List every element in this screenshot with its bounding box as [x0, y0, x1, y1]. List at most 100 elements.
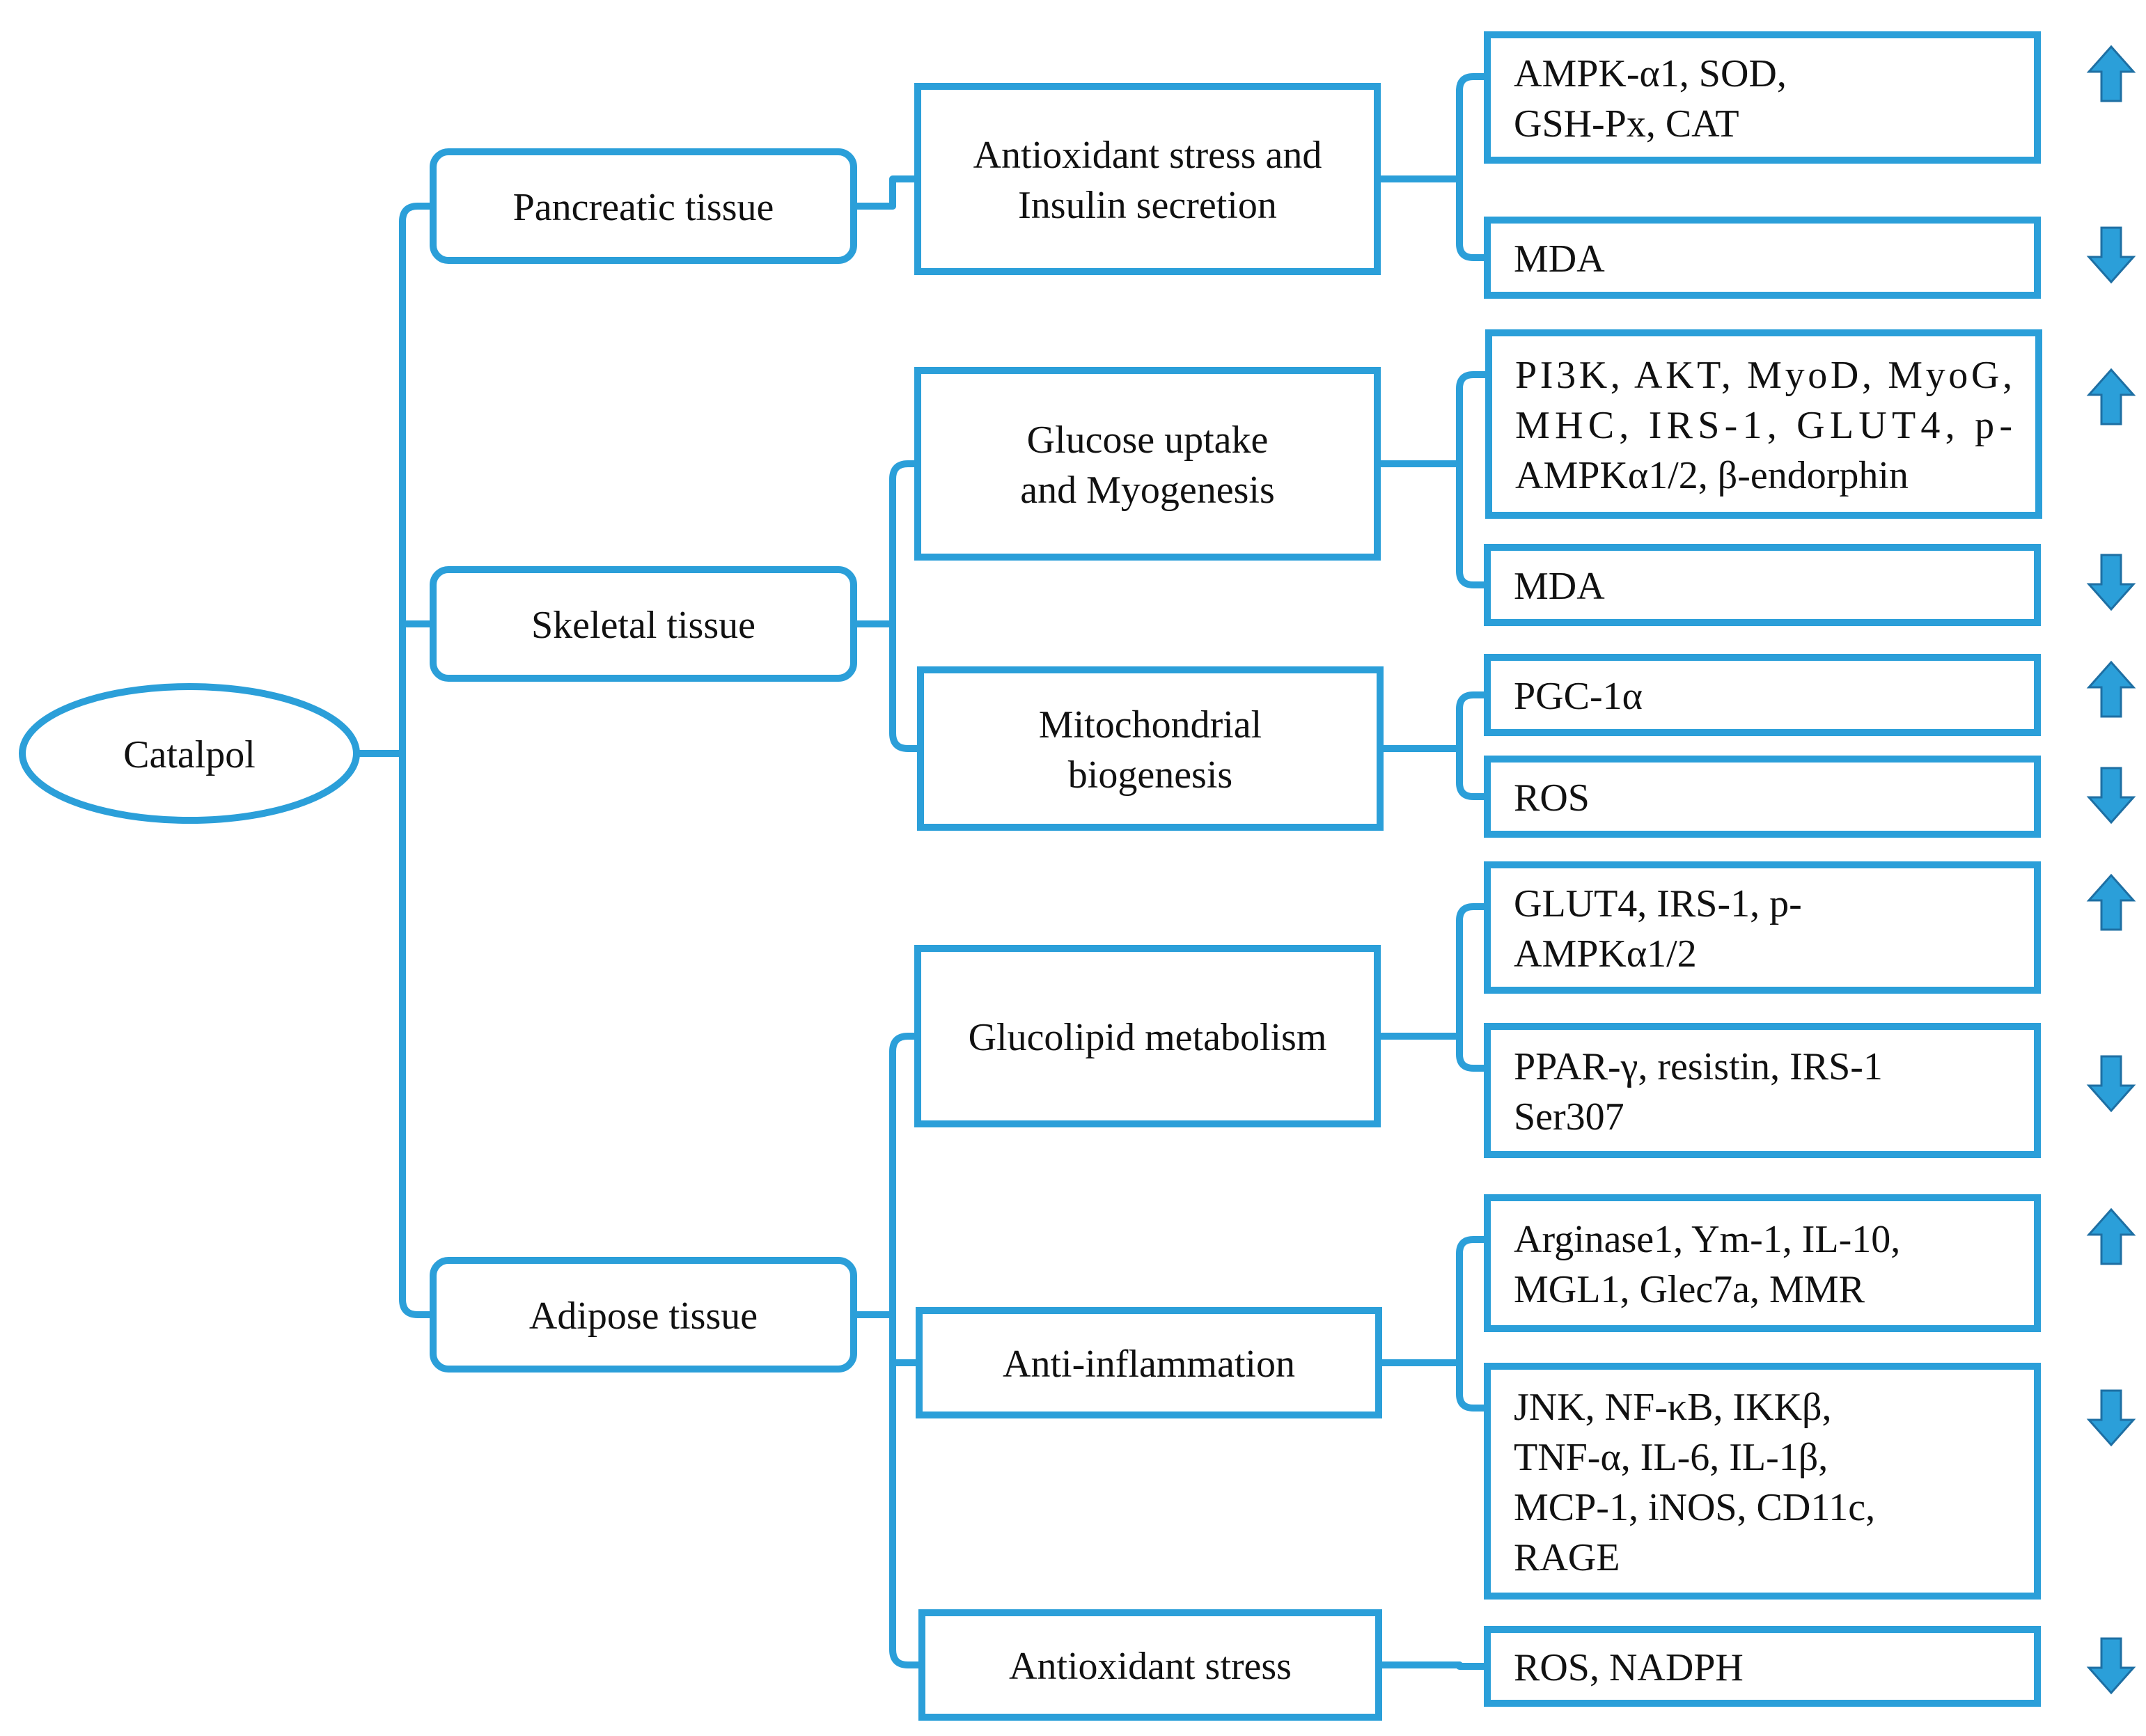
effect-label-line-2: and Myogenesis [1020, 469, 1275, 512]
marker-text-line-2: MGL1, Glec7a, MMR [1514, 1268, 1865, 1311]
effect-node-glucose-myogenesis: Glucose uptake and Myogenesis [914, 367, 1381, 561]
up-arrow-icon-m3 [2086, 368, 2136, 425]
down-arrow-icon-m4 [2086, 554, 2136, 611]
connector-skeletal-effects-spine [889, 460, 924, 752]
tissue-box [430, 1257, 857, 1373]
connector-skeletal-effects [850, 460, 924, 752]
tissue-node-skeletal: Skeletal tissue [430, 566, 857, 682]
marker-node-m11: ROS, NADPH [1484, 1626, 2041, 1707]
down-arrow-icon-m11 [2086, 1637, 2136, 1695]
marker-text-line-3: AMPKα1/2, β-endorphin [1515, 454, 1909, 497]
connector-root-tissues [353, 203, 437, 1318]
effect-box [916, 1307, 1382, 1418]
down-arrow-icon-m10 [2086, 1389, 2136, 1447]
marker-node-m1: AMPK-α1, SOD,GSH-Px, CAT [1484, 31, 2041, 164]
connector-adipose-effects [850, 1033, 925, 1668]
connector-pancreatic-effects [850, 175, 921, 210]
effect-label-line-1: Antioxidant stress [1009, 1645, 1292, 1688]
marker-text-line-1: Arginase1, Ym-1, IL-10, [1514, 1218, 1900, 1261]
connector-glucose-myogenesis-markers [1374, 371, 1492, 588]
marker-text-line-1: ROS, NADPH [1514, 1646, 1744, 1689]
marker-node-m6: ROS [1484, 756, 2041, 838]
marker-box [1484, 654, 2041, 736]
marker-node-m7: GLUT4, IRS-1, p- AMPKα1/2 [1484, 861, 2041, 994]
tissue-box [430, 148, 857, 264]
effect-label-line-1: Glucose uptake [1027, 419, 1269, 462]
connector-glucolipid-markers-spine [1456, 903, 1491, 1072]
marker-text-line-1: PGC-1α [1514, 675, 1643, 718]
effect-box [914, 83, 1381, 275]
marker-box [1484, 756, 2041, 838]
tissue-node-adipose: Adipose tissue [430, 1257, 857, 1373]
effect-box [918, 1609, 1382, 1721]
marker-node-m5: PGC-1α [1484, 654, 2041, 736]
connector-mitochondrial-markers [1377, 691, 1491, 800]
effect-label-line-1: Anti-inflammation [1003, 1343, 1295, 1386]
down-arrow-icon-m6 [2086, 767, 2136, 824]
marker-text-line-1: AMPK-α1, SOD, [1514, 52, 1787, 95]
effect-box [914, 367, 1381, 561]
tissue-box [430, 566, 857, 682]
root-node-catalpol: Catalpol [19, 683, 360, 824]
effect-node-anti-inflammation: Anti-inflammation [916, 1307, 1382, 1418]
connector-anti-inflammation-markers-spine [1456, 1236, 1491, 1412]
up-arrow-icon-m5 [2086, 660, 2136, 718]
connector-pancreatic-effects-branch [889, 175, 921, 210]
marker-text-line-1: PPAR-γ, resistin, IRS-1 [1514, 1045, 1883, 1088]
connector-root-tissues-spine [399, 203, 437, 1318]
marker-box [1484, 217, 2041, 299]
marker-text-line-2: TNF-α, IL-6, IL-1β, [1514, 1436, 1828, 1479]
tissue-label: Skeletal tissue [531, 604, 755, 647]
tissue-node-pancreatic: Pancreatic tissue [430, 148, 857, 264]
marker-text-line-1: PI3K, AKT, MyoD, MyoG, [1515, 354, 2012, 397]
up-arrow-icon-m9 [2086, 1207, 2136, 1265]
marker-box [1484, 544, 2041, 626]
marker-box [1484, 1363, 2041, 1600]
marker-node-m4: MDA [1484, 544, 2041, 626]
connector-antioxidant-markers-branch [1456, 1661, 1491, 1670]
marker-box [1484, 31, 2041, 164]
root-label: Catalpol [123, 733, 256, 776]
effect-label-line-1: Mitochondrial [1039, 703, 1262, 746]
connector-antioxidant-insulin-markers [1374, 73, 1491, 261]
marker-node-m10: JNK, NF-κB, IKKβ,TNF-α, IL-6, IL-1β,MCP-… [1484, 1363, 2041, 1600]
marker-box [1485, 329, 2042, 519]
marker-node-m9: Arginase1, Ym-1, IL-10, MGL1, Glec7a, MM… [1484, 1194, 2041, 1332]
connector-antioxidant-markers [1375, 1661, 1491, 1670]
direction-arrows [2086, 45, 2136, 1695]
connector-glucolipid-markers [1374, 903, 1491, 1072]
marker-text-line-1: MDA [1514, 237, 1605, 281]
marker-text-line-2: Ser307 [1514, 1095, 1624, 1139]
marker-box [1484, 861, 2041, 994]
marker-node-m3: PI3K, AKT, MyoD, MyoG,MHC, IRS-1, GLUT4,… [1485, 329, 2042, 519]
connector-adipose-effects-spine [889, 1033, 925, 1668]
marker-box [1484, 1023, 2041, 1158]
effect-box [914, 945, 1381, 1127]
down-arrow-icon-m2 [2086, 226, 2136, 284]
tissue-label: Pancreatic tissue [513, 186, 774, 229]
marker-text-line-3: MCP-1, iNOS, CD11c, [1514, 1486, 1875, 1529]
marker-text-line-1: MDA [1514, 565, 1605, 608]
root-ellipse [19, 683, 360, 824]
effect-box [917, 666, 1384, 831]
up-arrow-icon-m1 [2086, 45, 2136, 102]
effect-label-line-2: Insulin secretion [1018, 184, 1277, 227]
marker-node-m2: MDA [1484, 217, 2041, 299]
connector-anti-inflammation-markers [1375, 1236, 1491, 1412]
marker-text-line-1: ROS [1514, 776, 1590, 820]
connector-lines [353, 73, 1492, 1670]
effect-node-glucolipid: Glucolipid metabolism [914, 945, 1381, 1127]
effect-node-antioxidant: Antioxidant stress [918, 1609, 1382, 1721]
marker-text-line-1: GLUT4, IRS-1, p- [1514, 882, 1802, 925]
up-arrow-icon-m7 [2086, 873, 2136, 931]
marker-text-line-2: AMPKα1/2 [1514, 932, 1697, 976]
tissue-label: Adipose tissue [529, 1295, 758, 1338]
marker-box [1484, 1626, 2041, 1707]
connector-glucose-myogenesis-markers-spine [1456, 371, 1492, 588]
connector-mitochondrial-markers-spine [1456, 691, 1491, 800]
